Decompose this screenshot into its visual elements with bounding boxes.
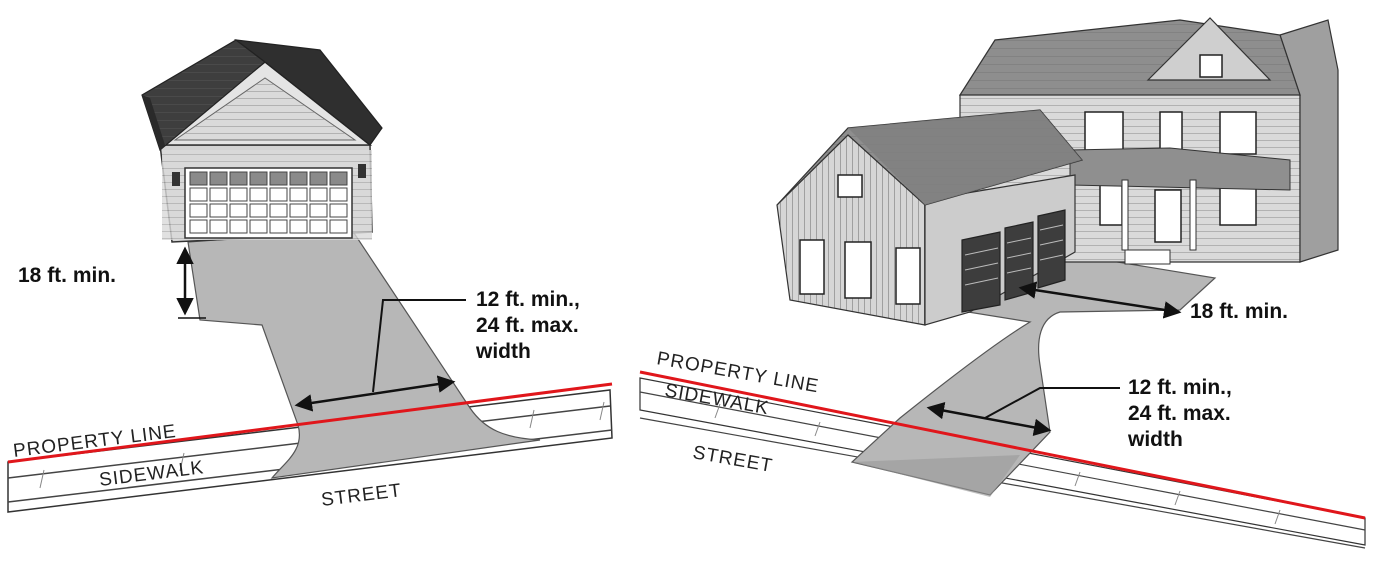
left-width-line-2: 24 ft. max. [476,314,579,337]
right-depth-arrow [1018,281,1182,319]
svg-text:12 ft. min., 24 ft. max.: 12 ft. min., 24 ft. max. width [475,288,586,363]
left-property-line [7,382,613,464]
right-property-line [639,370,1366,520]
left-width-line-1: 12 ft. min., [476,288,580,311]
right-garage-wing [776,109,1084,326]
left-setback-label: 18 ft. min. [18,264,116,287]
right-width-line-3: width [1127,428,1183,451]
right-width-line-1: 12 ft. min., [1128,376,1232,399]
right-width-line-2: 24 ft. max. [1128,402,1231,425]
left-driveway [187,229,541,479]
right-diagram: 18 ft. min. 12 ft. min., 24 ft. max. wid… [639,17,1366,549]
svg-text:12 ft. min., 24 ft. max.: 12 ft. min., 24 ft. max. width [1127,376,1238,451]
left-diagram: 18 ft. min. 12 ft. min., 24 ft. max. wid… [7,39,613,513]
right-depth-label: 18 ft. min. [1190,300,1288,323]
left-street-label: STREET [320,480,403,511]
left-width-line-3: width [475,340,531,363]
left-width-arrow [294,375,456,412]
right-width-arrow [926,401,1052,437]
right-street-label: STREET [691,442,774,477]
left-garage [141,39,383,243]
